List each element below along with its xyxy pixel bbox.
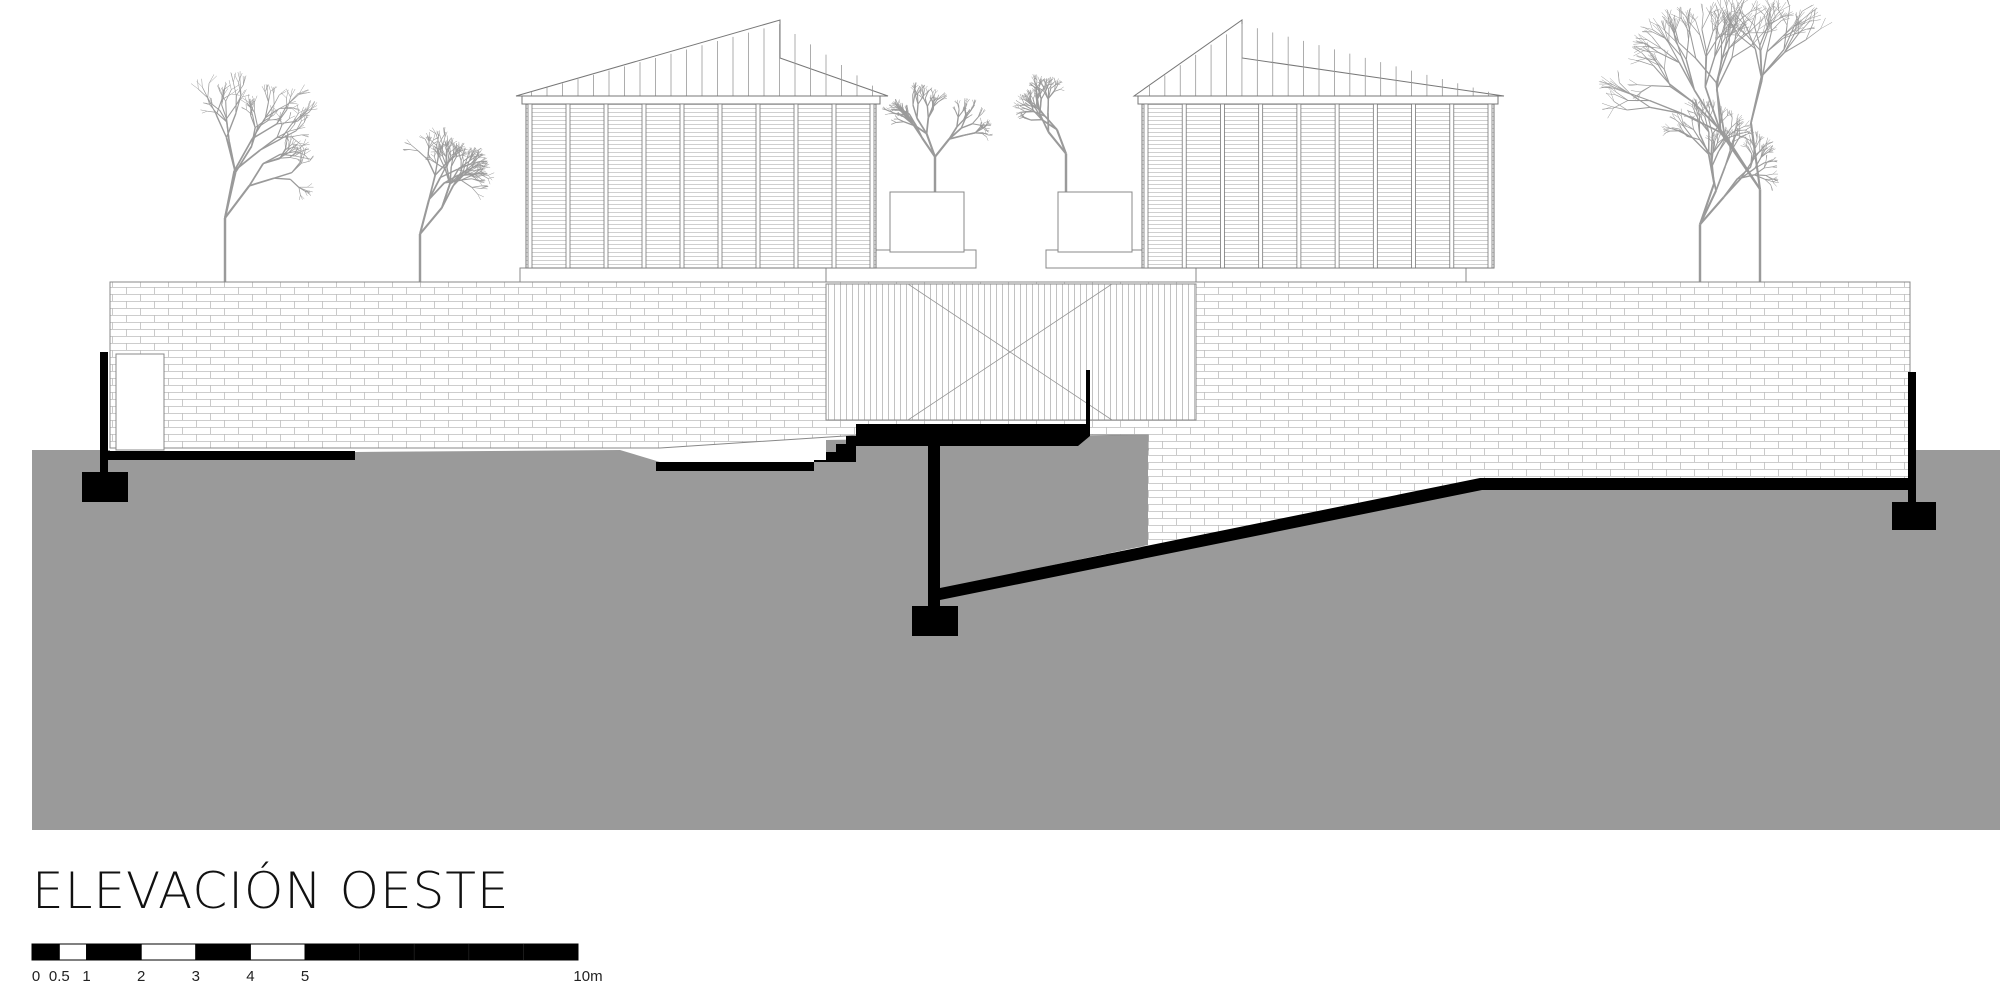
footing-center <box>912 606 958 636</box>
footing-right <box>1892 502 1936 530</box>
scale-label: 0 <box>31 968 41 985</box>
pavilion-post <box>641 103 647 269</box>
tree <box>190 71 318 282</box>
scale-label: 1 <box>82 968 91 985</box>
pavilion-post <box>565 103 571 269</box>
roof-ribs-left <box>531 24 873 96</box>
pavilion-post <box>793 103 799 269</box>
pavilion-post <box>1220 103 1225 269</box>
section-cuts <box>82 352 1936 636</box>
scale-segment <box>31 943 60 961</box>
ground-section <box>32 435 2000 830</box>
pavilion-post <box>1449 103 1455 269</box>
scale-segment <box>195 943 251 961</box>
scale-label: 3 <box>191 968 200 985</box>
scale-label: 5 <box>300 968 310 985</box>
pavilion-post <box>1296 103 1302 269</box>
wooden-gate <box>825 283 1197 421</box>
pavilion-post <box>1487 103 1493 269</box>
scale-segment <box>58 943 88 961</box>
footing-left <box>82 472 128 502</box>
scale-bar <box>31 943 579 961</box>
pavilion-post <box>717 103 723 269</box>
planter-left <box>889 191 965 253</box>
scale-segment <box>140 943 197 961</box>
tree <box>1598 0 1833 282</box>
pavilion-post <box>1258 103 1264 269</box>
scale-label: 0.5 <box>48 968 70 985</box>
pavilion-post <box>1372 103 1378 269</box>
scale-label: 4 <box>246 968 255 985</box>
pavilion-left <box>515 19 889 269</box>
pavilion-left-posts <box>527 103 875 269</box>
pavilion-post <box>679 103 685 269</box>
scale-segment <box>249 943 306 961</box>
pavilion-right-posts <box>1143 103 1493 269</box>
pavilion-post <box>1411 103 1416 269</box>
pavilion-post <box>1181 103 1187 269</box>
pavilion-post <box>831 103 837 269</box>
scale-label: 10m <box>573 968 603 985</box>
planter-right <box>1057 191 1133 253</box>
tree <box>1012 74 1068 192</box>
scale-segment <box>304 943 579 961</box>
tree <box>1661 97 1779 282</box>
planters <box>889 191 1133 253</box>
pavilion-post <box>603 103 609 269</box>
pavilion-post <box>1143 103 1149 269</box>
brick-wall <box>109 281 1911 591</box>
pavilion-post <box>527 103 533 269</box>
trees <box>190 0 1833 282</box>
tree <box>402 127 495 282</box>
pavilion-post <box>869 103 875 269</box>
drawing-title: ELEVACIÓN OESTE <box>32 862 510 920</box>
tree <box>881 82 993 192</box>
scale-label: 2 <box>137 968 146 985</box>
scale-segment <box>86 943 142 961</box>
pavilion-right <box>1132 19 1505 269</box>
side-door <box>115 353 165 451</box>
pavilion-post <box>755 103 761 269</box>
pavilion-post <box>1334 103 1340 269</box>
